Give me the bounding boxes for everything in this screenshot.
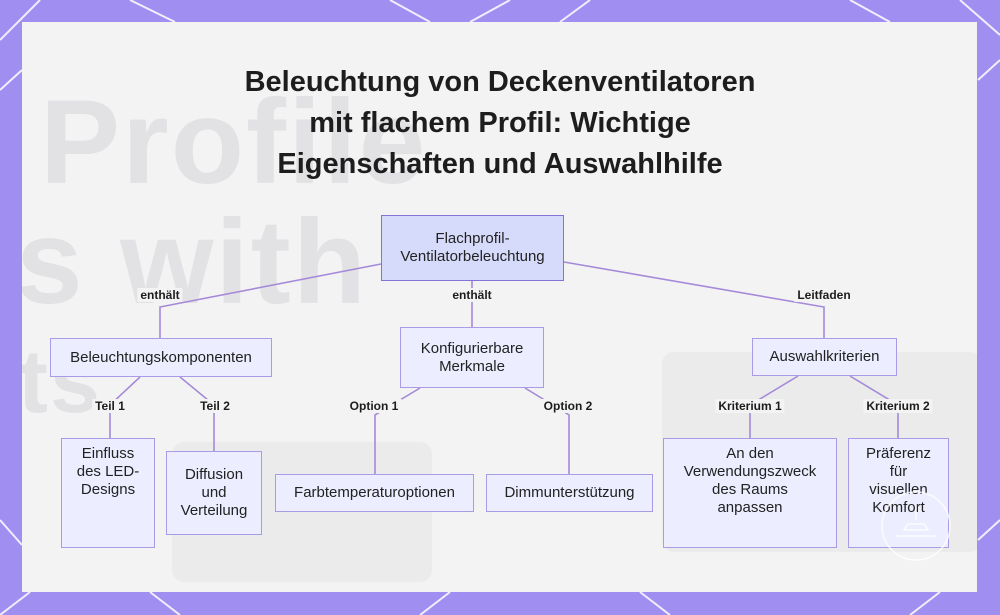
edge-label: Kriterium 2 — [863, 399, 933, 413]
node-color-temperature-options[interactable]: Farbtemperaturoptionen — [275, 474, 474, 512]
node-text: Ventilatorbeleuchtung — [400, 248, 545, 265]
node-led-design-influence[interactable]: Einfluss des LED- Designs — [61, 438, 155, 548]
node-text: An den — [726, 445, 774, 462]
node-text: visuellen — [869, 481, 928, 498]
node-configurable-features[interactable]: Konfigurierbare Merkmale — [400, 327, 544, 388]
node-text: Konfigurierbare — [420, 339, 524, 357]
title-line: Beleuchtung von Deckenventilatoren — [244, 66, 756, 98]
node-text: Verteilung — [180, 502, 248, 519]
edge-label: Option 2 — [540, 399, 596, 413]
node-text: für — [889, 463, 908, 480]
page-title: Beleuchtung von Deckenventilatoren mit f… — [0, 62, 1000, 185]
node-text: Merkmale — [439, 357, 505, 375]
edge-components-diffusion — [179, 376, 215, 451]
node-text: Flachprofil- — [435, 230, 510, 247]
node-text: Dimmunterstützung — [504, 484, 635, 501]
node-text: Diffusion — [184, 466, 244, 483]
background-text: s with — [22, 195, 369, 329]
node-text: Einfluss — [81, 445, 135, 462]
node-diffusion-distribution[interactable]: Diffusion und Verteilung — [166, 451, 262, 535]
background-text: Profile — [40, 75, 428, 209]
node-text: des Raums — [712, 481, 788, 498]
node-text: Präferenz — [865, 445, 932, 462]
title-line: mit flachem Profil: Wichtige — [309, 107, 691, 139]
edge-label: Option 1 — [346, 399, 402, 413]
edge-label: Teil 1 — [92, 399, 128, 413]
edge-configurable-dimming — [524, 387, 570, 474]
edge-label: Kriterium 1 — [715, 399, 785, 413]
title-line: Eigenschaften und Auswahlhilfe — [277, 148, 723, 180]
node-text: und — [201, 484, 227, 501]
node-lighting-components[interactable]: Beleuchtungskomponenten — [50, 338, 272, 377]
node-selection-criteria[interactable]: Auswahlkriterien — [752, 338, 897, 376]
node-text: Designs — [80, 481, 136, 498]
node-text: Verwendungszweck — [683, 463, 817, 480]
node-text: Beleuchtungskomponenten — [70, 348, 252, 366]
watermark-seal-icon — [881, 491, 951, 561]
node-text: des LED- — [76, 463, 140, 480]
edge-label: enthält — [449, 288, 495, 302]
edge-root-criteria — [563, 261, 825, 338]
node-adapt-room-purpose[interactable]: An den Verwendungszweck des Raums anpass… — [663, 438, 837, 548]
node-flat-profile-fan-lighting[interactable]: Flachprofil- Ventilatorbeleuchtung — [381, 215, 564, 281]
node-visual-comfort-preference[interactable]: Präferenz für visuellen Komfort — [848, 438, 949, 548]
node-text: anpassen — [717, 499, 783, 516]
edge-configurable-color-temp — [374, 387, 421, 474]
edge-root-components — [159, 263, 382, 338]
node-text: Auswahlkriterien — [769, 348, 880, 365]
edge-label: enthält — [137, 288, 183, 302]
edge-label: Teil 2 — [197, 399, 233, 413]
edge-label: Leitfaden — [794, 288, 854, 302]
node-text: Farbtemperaturoptionen — [294, 484, 455, 501]
node-dimming-support[interactable]: Dimmunterstützung — [486, 474, 653, 512]
